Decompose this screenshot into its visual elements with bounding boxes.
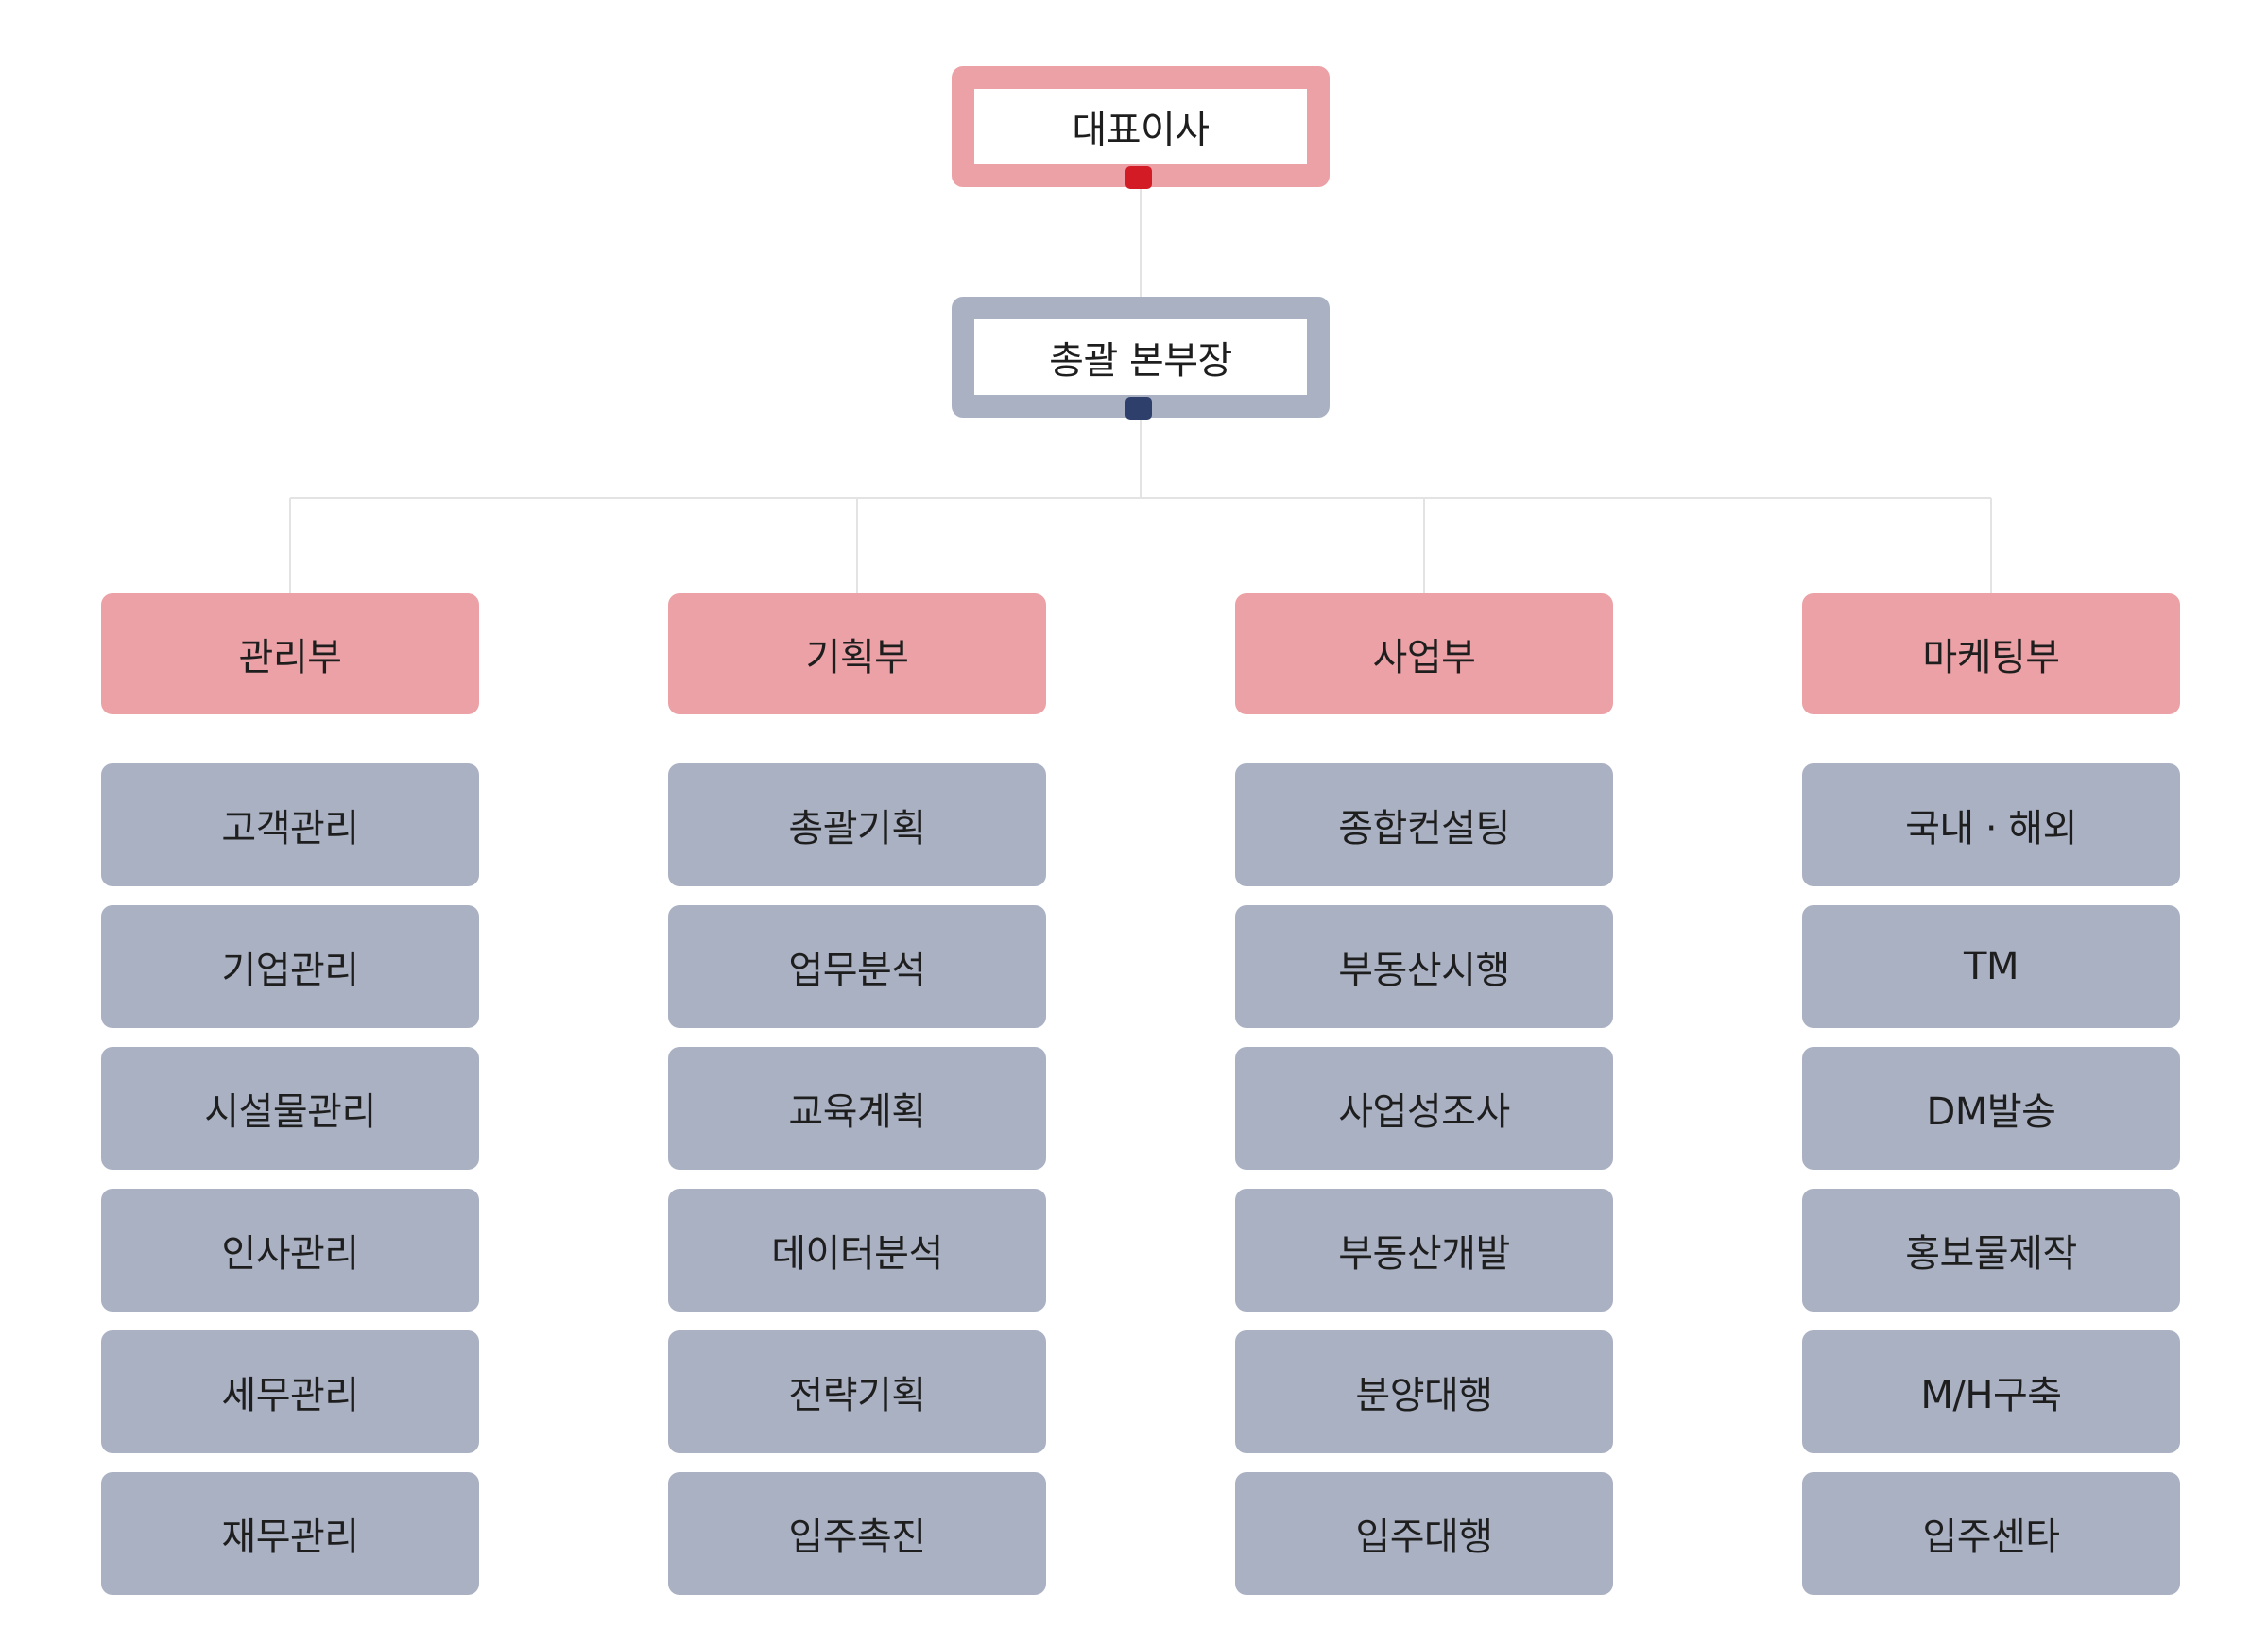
team-node[interactable]: 분양대행 [1235, 1330, 1613, 1453]
team-node[interactable]: 데이터분석 [668, 1189, 1046, 1312]
team-node[interactable]: 입주대행 [1235, 1472, 1613, 1595]
team-node[interactable]: 세무관리 [101, 1330, 479, 1453]
department-node-planning[interactable]: 기획부 [668, 593, 1046, 714]
ceo-node[interactable]: 대표이사 [952, 66, 1330, 189]
team-node[interactable]: 시설물관리 [101, 1047, 479, 1170]
team-node[interactable]: DM발송 [1802, 1047, 2180, 1170]
department-node-admin[interactable]: 관리부 [101, 593, 479, 714]
general-manager-node[interactable]: 총괄 본부장 [952, 297, 1330, 420]
general-manager-connector-handle[interactable] [1125, 397, 1152, 420]
department-node-marketing[interactable]: 마케팅부 [1802, 593, 2180, 714]
team-node[interactable]: 입주센타 [1802, 1472, 2180, 1595]
team-node[interactable]: 재무관리 [101, 1472, 479, 1595]
team-node[interactable]: 종합컨설팅 [1235, 763, 1613, 886]
team-node[interactable]: 홍보물제작 [1802, 1189, 2180, 1312]
team-node[interactable]: TM [1802, 905, 2180, 1028]
team-node[interactable]: 사업성조사 [1235, 1047, 1613, 1170]
team-node[interactable]: 인사관리 [101, 1189, 479, 1312]
team-node[interactable]: 업무분석 [668, 905, 1046, 1028]
team-node[interactable]: 전략기획 [668, 1330, 1046, 1453]
team-node[interactable]: 교육계획 [668, 1047, 1046, 1170]
team-node[interactable]: M/H구축 [1802, 1330, 2180, 1453]
team-node[interactable]: 부동산시행 [1235, 905, 1613, 1028]
team-node[interactable]: 입주촉진 [668, 1472, 1046, 1595]
team-node[interactable]: 고객관리 [101, 763, 479, 886]
ceo-connector-handle[interactable] [1125, 166, 1152, 189]
general-manager-label: 총괄 본부장 [974, 319, 1307, 395]
ceo-label: 대표이사 [974, 89, 1307, 164]
team-node[interactable]: 기업관리 [101, 905, 479, 1028]
team-node[interactable]: 국내 · 해외 [1802, 763, 2180, 886]
team-node[interactable]: 총괄기획 [668, 763, 1046, 886]
department-node-business[interactable]: 사업부 [1235, 593, 1613, 714]
team-node[interactable]: 부동산개발 [1235, 1189, 1613, 1312]
